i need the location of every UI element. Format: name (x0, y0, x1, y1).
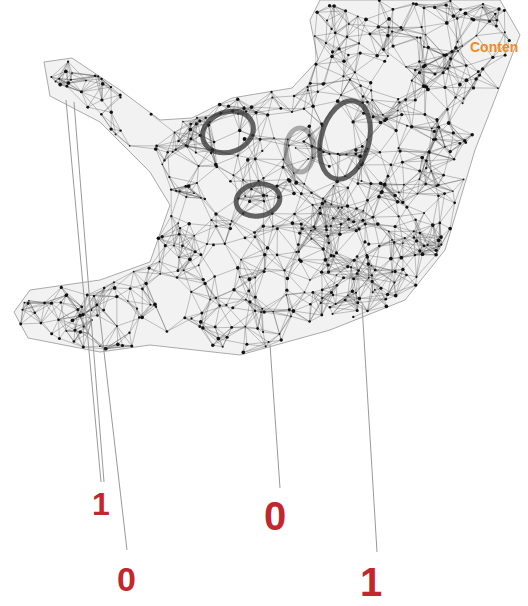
leader-lines (66, 100, 377, 552)
callout-number: 1 (92, 488, 110, 520)
callout-number: 0 (264, 496, 286, 536)
watermark-text: Conten (470, 40, 518, 54)
mesh-vertices (19, 0, 511, 354)
mesh-edges (21, 1, 510, 353)
mesh-rings (197, 95, 379, 219)
callout-number: 1 (360, 562, 382, 602)
callout-number: 0 (117, 562, 136, 596)
